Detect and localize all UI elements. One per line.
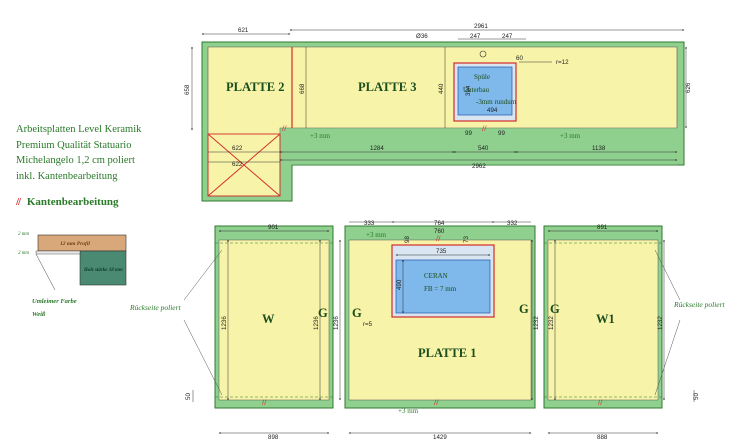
dim-lower-right: 1138	[592, 145, 606, 152]
lower-plus3-bottom: +3 mm	[398, 407, 419, 415]
edge-legend: // Kantenbearbeitung	[16, 196, 119, 208]
profile-note-2: Weiß	[32, 311, 46, 318]
profile-top-label: 12 mm Profil	[60, 241, 90, 247]
g-mark-3: G	[519, 302, 529, 316]
plate2-label: PLATTE 2	[226, 80, 284, 94]
tap-hole-icon	[479, 50, 487, 58]
dim-right-side: 626	[685, 82, 692, 93]
upper-worktop	[201, 41, 685, 202]
back-right-label: Rückseite poliert	[673, 300, 726, 309]
back-left-label: Rückseite poliert	[129, 303, 182, 312]
dim-w-bottom: 898	[268, 434, 279, 441]
edge-mark-cooktop-icon: //	[435, 234, 441, 243]
cooktop-height: 490	[396, 279, 403, 290]
dim-p1-top-mid: 764	[434, 220, 445, 227]
upper-radius: r=12	[556, 59, 569, 66]
dim-p1-left: 1236	[333, 316, 340, 330]
dim-sink-top-right: 60	[516, 55, 523, 62]
spec-line-3: Michelangelo 1,2 cm poliert	[16, 155, 135, 166]
profile-bottom-label: Holz stärke 18 mm	[83, 268, 123, 273]
dim-diameter: Ø36	[416, 33, 428, 40]
spec-line-1: Arbeitsplatten Level Keramik	[16, 124, 142, 135]
spec-line-4: inkl. Kantenbearbeitung	[16, 170, 118, 182]
edge-mark-seam-icon: //	[281, 124, 287, 133]
upper-slab	[207, 46, 678, 197]
panel-platte1	[344, 225, 536, 409]
dim-sink-bottom-right: 99	[498, 130, 505, 137]
dim-p1-top-mid2: 760	[434, 228, 445, 235]
profile-bottom-thickness: 2 mm	[18, 251, 29, 256]
edge-legend-label: Kantenbearbeitung	[26, 196, 119, 208]
panel-w	[214, 225, 334, 409]
sink-line-1: Spüle	[474, 73, 490, 81]
dim-w1-top: 891	[597, 224, 608, 231]
dim-plate2-height: 668	[299, 83, 306, 94]
sink-line-3: -3mm rundum	[476, 98, 517, 106]
cooktop-cutout	[395, 259, 491, 314]
cooktop-label: CERAN	[424, 272, 448, 280]
edge-mark-w1-icon: //	[597, 398, 603, 407]
dim-w-top: 901	[268, 224, 279, 231]
edge-mark-upper-icon: //	[481, 124, 487, 133]
upper-plus3-b: +3 mm	[560, 132, 581, 140]
dim-p1-bottom: 1429	[433, 434, 447, 441]
dim-sink-bottom-left: 99	[465, 130, 472, 137]
w-label: W	[262, 312, 275, 326]
dim-left-50: 50	[185, 393, 192, 400]
lower-radius: r=5	[363, 321, 373, 328]
sink-inner-height: 394	[465, 85, 472, 96]
dim-corner-2: 622	[232, 161, 243, 168]
dim-right-50: 50	[693, 393, 700, 400]
dim-top-left: 621	[238, 27, 249, 34]
lower-plus3-top: +3 mm	[366, 231, 387, 239]
w1-label: W1	[596, 312, 615, 326]
dim-p1-top-left: 333	[364, 220, 375, 227]
dim-w1-right: 1232	[657, 316, 664, 330]
dim-w1-bottom: 888	[597, 434, 608, 441]
edge-mark-p1-icon: //	[433, 398, 439, 407]
dim-tap-right: 247	[502, 33, 513, 40]
dim-w-left: 1236	[221, 316, 228, 330]
g-mark-2: G	[352, 306, 362, 320]
dim-corner-1: 622	[232, 145, 243, 152]
g-mark-1: G	[318, 306, 328, 320]
profile-wood-layer	[79, 250, 127, 286]
panel-w1	[543, 225, 663, 409]
dim-sink-width: 540	[478, 145, 489, 152]
dim-small-73: 73	[463, 236, 470, 243]
dim-p1-right: 1232	[533, 316, 540, 330]
sink-line-2: Unterbau	[463, 86, 490, 94]
edge-mark-icon: //	[16, 196, 21, 208]
upper-plus3-a: +3 mm	[310, 132, 331, 140]
dim-overall-bottom: 2962	[472, 163, 486, 170]
spec-line-2: Premium Qualität Statuario	[16, 139, 132, 151]
dim-left-side: 658	[184, 84, 191, 95]
dim-lower-left: 1284	[370, 145, 384, 152]
dim-w1-left: 1232	[548, 316, 555, 330]
corner-box	[207, 133, 281, 197]
cooktop-width: 735	[436, 248, 447, 255]
spec-text: Arbeitsplatten Level Keramik Premium Qua…	[16, 122, 141, 184]
dim-sink-top: 440	[438, 83, 445, 94]
cooktop-sub: FB = 7 mm	[424, 285, 457, 293]
profile-note-1: Umleimer Farbe	[32, 298, 77, 305]
edge-mark-w-icon: //	[261, 398, 267, 407]
profile-diagram: 2 mm 2 mm 12 mm Profil Holz stärke 18 mm…	[18, 232, 127, 318]
dim-small-98: 98	[404, 236, 411, 243]
dim-w-right: 1236	[313, 316, 320, 330]
dim-p1-top-right: 332	[507, 220, 518, 227]
platte1-label: PLATTE 1	[418, 346, 476, 360]
g-mark-4: G	[550, 302, 560, 316]
sink-cutout	[457, 66, 513, 116]
plate3-label: PLATTE 3	[358, 80, 416, 94]
dim-tap-left: 247	[470, 33, 481, 40]
dim-overall-top: 2961	[474, 23, 488, 30]
profile-top-thickness: 2 mm	[18, 232, 29, 237]
sink-inner-width: 494	[487, 107, 498, 114]
